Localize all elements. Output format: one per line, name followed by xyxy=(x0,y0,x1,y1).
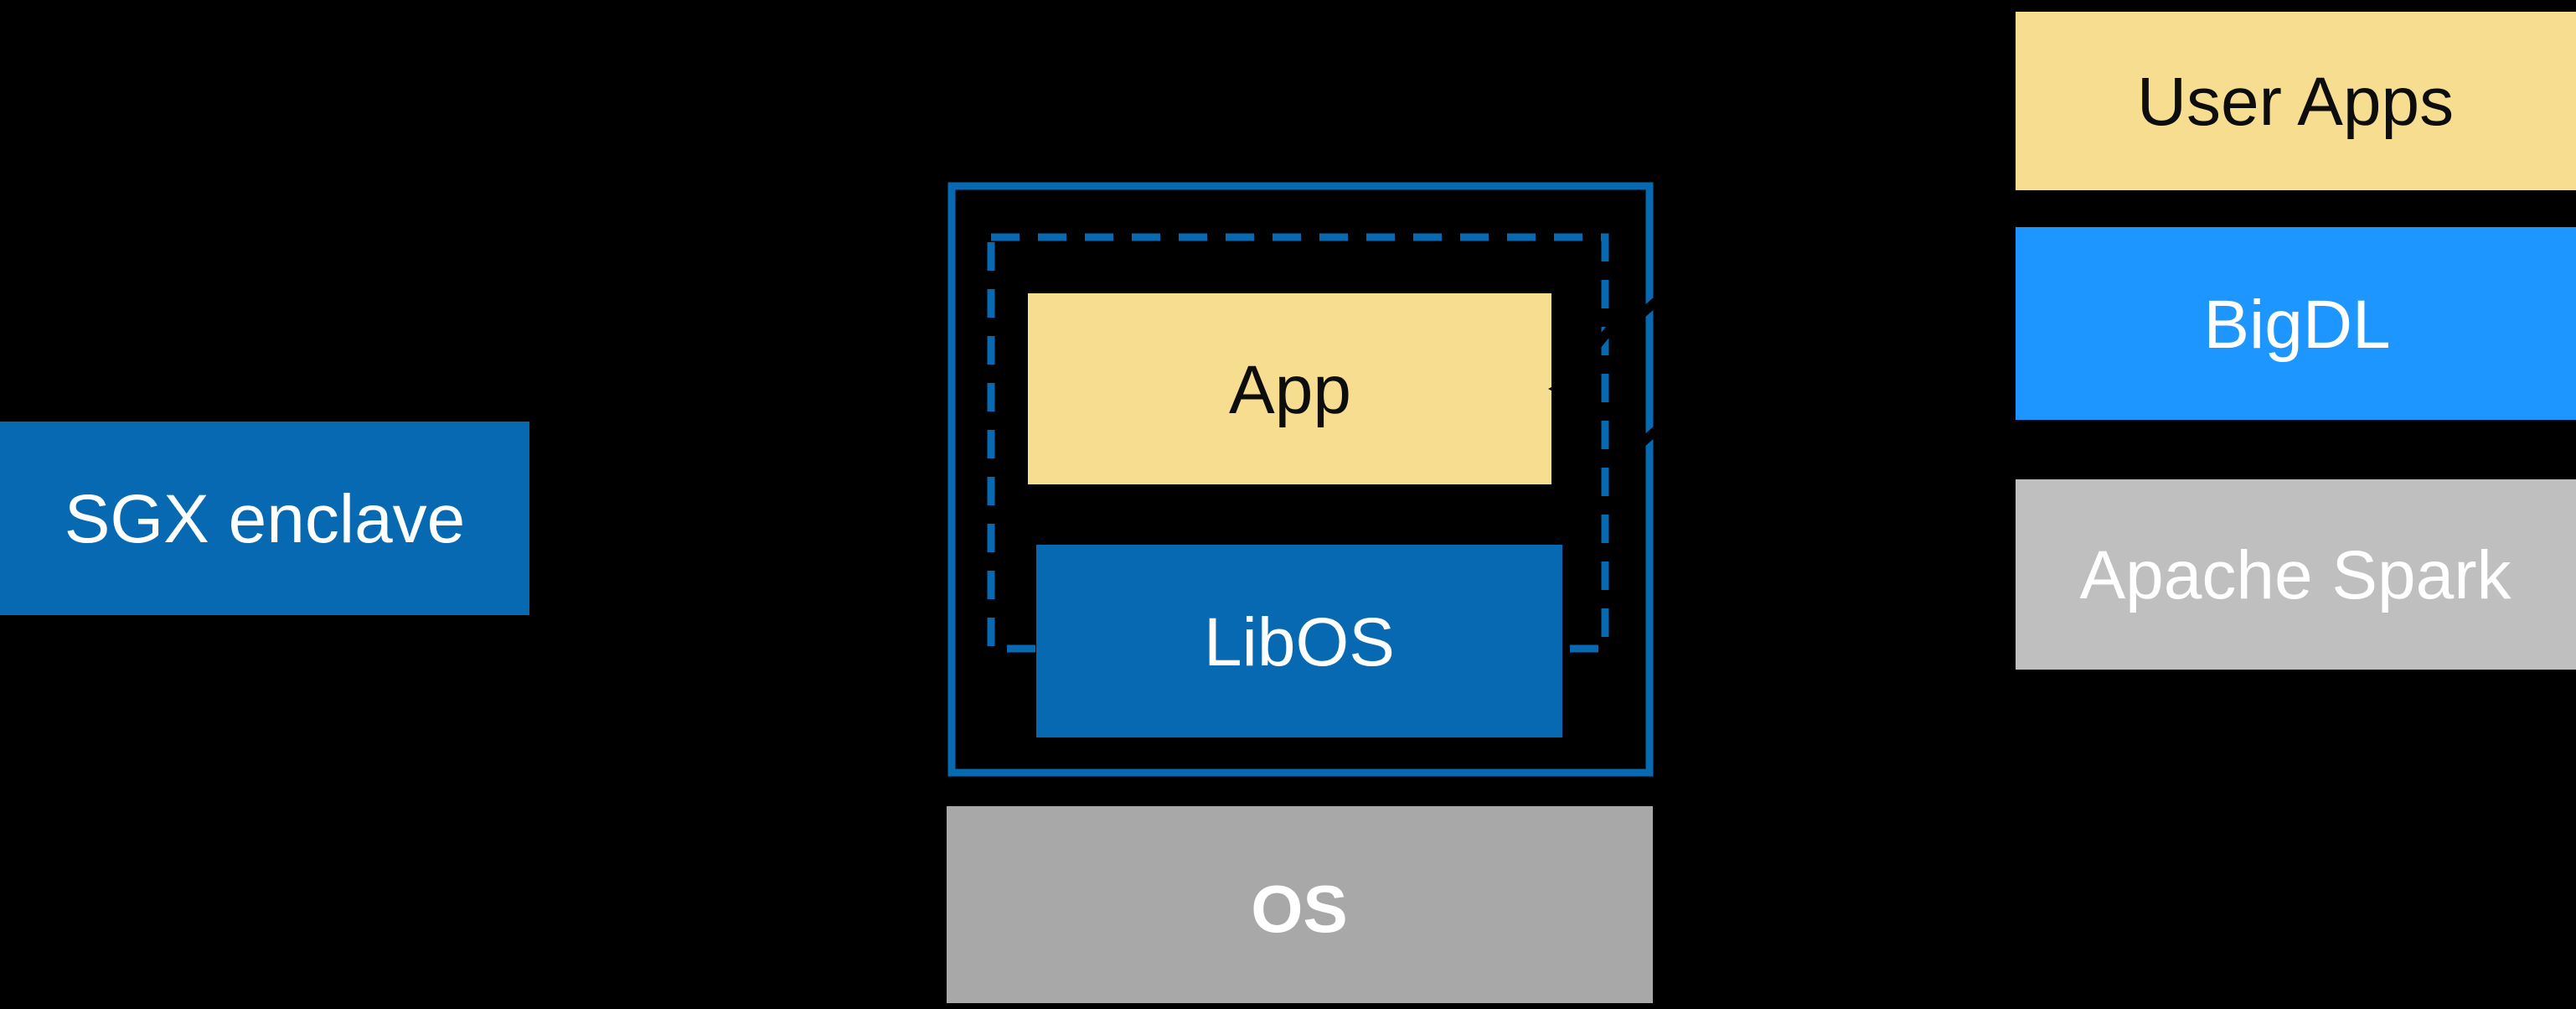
os-box xyxy=(947,806,1653,1003)
enclave-outer-container xyxy=(947,182,1654,777)
arrowhead-left-icon xyxy=(1548,378,1570,400)
user-apps-box xyxy=(2016,12,2576,190)
annotation-cut-mark xyxy=(1587,314,1624,356)
libos-label: LibOS xyxy=(1204,604,1395,680)
sgx-enclave-label: SGX enclave xyxy=(65,481,466,557)
annotation-cut-mark xyxy=(1635,417,1670,450)
bigdl-box xyxy=(2016,227,2576,420)
bigdl-label: BigDL xyxy=(2203,287,2390,363)
annotation-cut-mark xyxy=(1635,287,1670,321)
apache-spark-label: Apache Spark xyxy=(2079,537,2511,613)
arrowhead-left-icon xyxy=(529,507,551,529)
sgx-enclave-box xyxy=(0,422,529,615)
app-label: App xyxy=(1229,352,1351,428)
libos-box xyxy=(1036,545,1562,737)
apache-spark-box xyxy=(2016,479,2576,670)
user-apps-label: User Apps xyxy=(2137,64,2454,140)
os-label: OS xyxy=(1251,872,1348,946)
app-box xyxy=(1028,293,1551,484)
